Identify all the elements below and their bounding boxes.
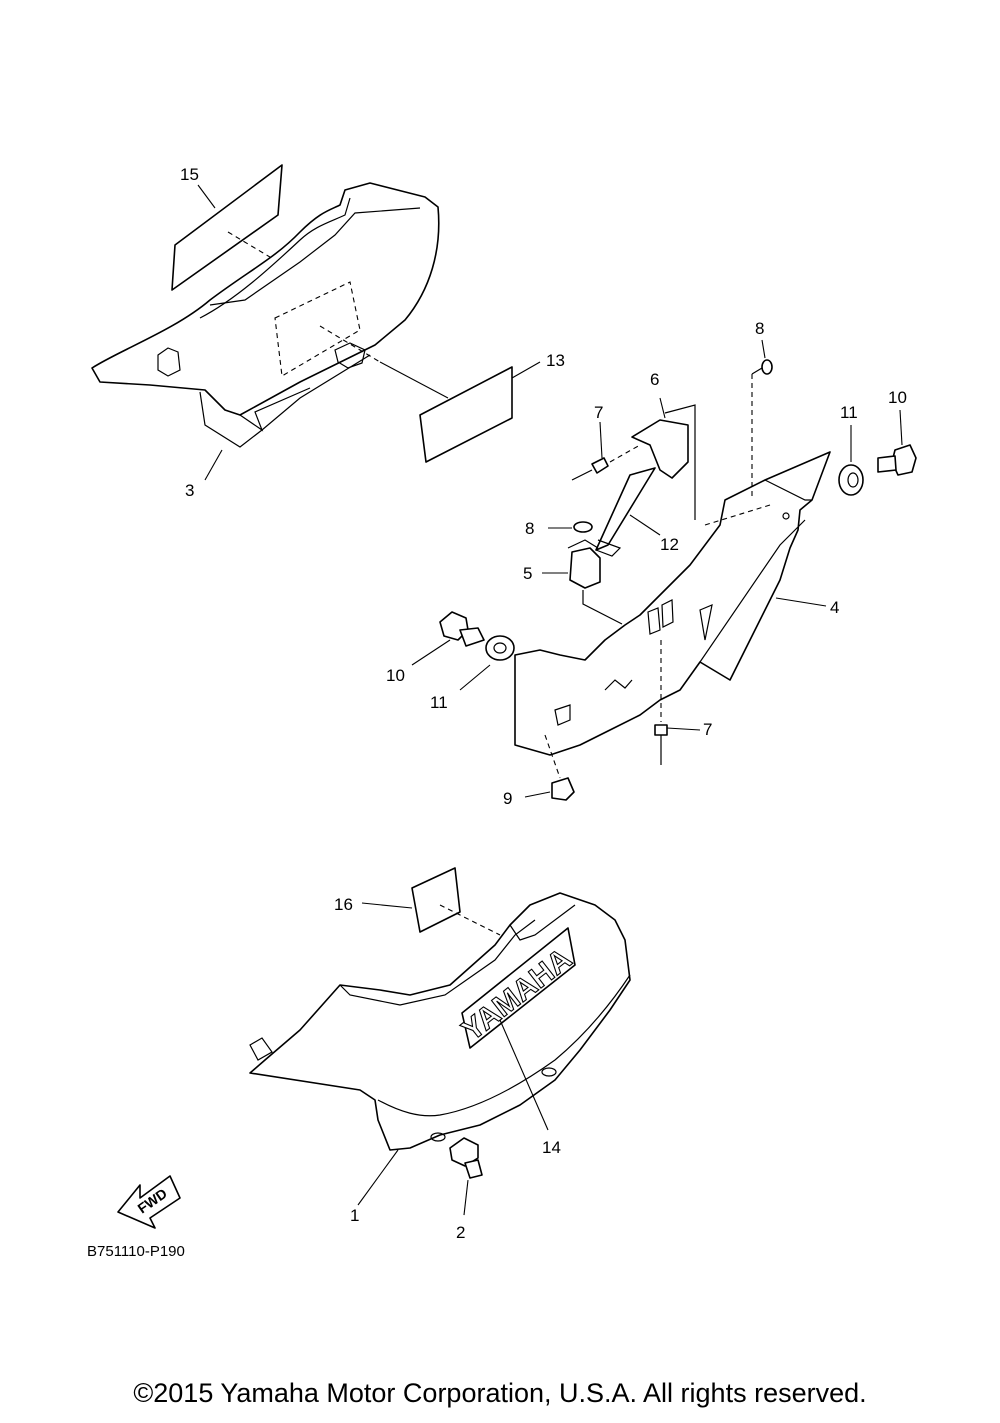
rivet-7-upper	[571, 421, 641, 481]
callout-6: 6	[650, 370, 659, 389]
grommet-11-left	[459, 635, 515, 691]
grommet-9	[524, 734, 575, 801]
callout-13: 13	[546, 351, 565, 370]
decal-13	[419, 361, 541, 463]
callout-12: 12	[660, 535, 679, 554]
bolt-10-right	[877, 409, 917, 476]
screw-2	[449, 1137, 483, 1216]
callout-11-right: 11	[840, 403, 858, 422]
callout-16: 16	[334, 895, 353, 914]
callout-8-upper: 8	[755, 319, 764, 338]
holder-6	[631, 397, 696, 520]
copyright-notice: ©2015 Yamaha Motor Corporation, U.S.A. A…	[133, 1378, 867, 1408]
rivet-7-lower	[654, 640, 701, 765]
callout-3: 3	[185, 481, 194, 500]
callout-10-right: 10	[888, 388, 907, 407]
callout-8-lower: 8	[525, 519, 534, 538]
strap-12	[595, 467, 661, 557]
clip-5	[542, 539, 623, 625]
diagram-code: B751110-P190	[87, 1243, 185, 1260]
washer-8-upper	[751, 339, 773, 500]
washer-8-lower	[548, 521, 593, 533]
callout-2: 2	[456, 1223, 465, 1242]
callout-4: 4	[830, 598, 839, 617]
callout-9: 9	[503, 789, 512, 808]
callout-5: 5	[523, 564, 532, 583]
fwd-arrow-icon: FWD	[117, 1175, 181, 1229]
decal-16	[361, 867, 501, 936]
callout-10-left: 10	[386, 666, 405, 685]
bolt-10-left	[411, 611, 485, 666]
callout-14: 14	[542, 1138, 561, 1157]
bracket-4	[514, 451, 831, 756]
side-cover-1	[249, 892, 631, 1206]
callout-15: 15	[180, 165, 199, 184]
callout-7-upper: 7	[594, 403, 603, 422]
grommet-11-right	[838, 425, 864, 496]
side-cover-3	[91, 182, 449, 481]
callout-1: 1	[350, 1206, 359, 1225]
callout-11-left: 11	[430, 693, 448, 712]
callout-7-lower: 7	[703, 720, 712, 739]
